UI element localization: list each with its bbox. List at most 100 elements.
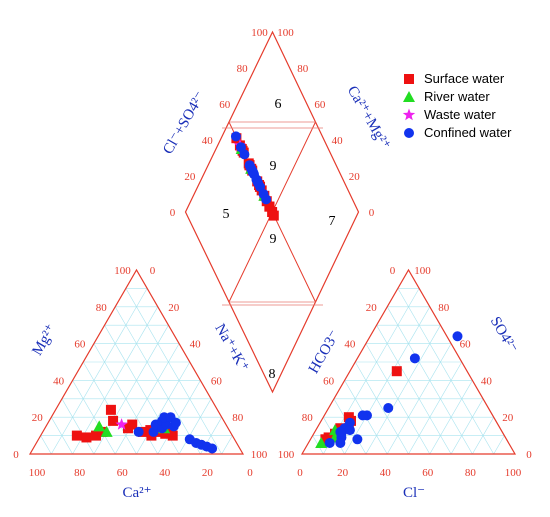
zone-label: 6 <box>275 97 282 112</box>
confined-water-point-diamond <box>253 178 264 189</box>
cation-x-axis-label: Ca²⁺ <box>122 485 151 501</box>
legend-marker <box>404 128 414 138</box>
confined-water-point-diamond <box>230 131 241 142</box>
point-layer <box>71 131 463 454</box>
legend-label: Waste water <box>424 107 496 122</box>
anion-gridline <box>354 361 409 455</box>
cation-bottom-tick: 80 <box>74 467 86 479</box>
cation-bottom-tick: 20 <box>202 467 214 479</box>
cation-left-tick: 60 <box>74 339 86 351</box>
confined-water-point-cation <box>207 443 218 454</box>
confined-water-point-diamond <box>245 162 256 172</box>
cation-gridline <box>114 306 201 455</box>
surface-water-point-cation <box>91 430 102 441</box>
cation-left-tick: 0 <box>13 449 19 461</box>
cation-z-axis-label: Na⁺+K⁺ <box>211 321 251 375</box>
anion-x-axis-label: Cl⁻ <box>403 485 425 501</box>
anion-left-tick: 40 <box>344 339 356 351</box>
surface-water-point-anion <box>320 434 331 445</box>
legend-label: Surface water <box>424 71 505 86</box>
anion-bottom-tick: 40 <box>380 467 392 479</box>
cation-y-axis-label: Mg²⁺ <box>29 322 59 359</box>
anion-gridline <box>365 325 441 455</box>
surface-water-point-cation <box>165 426 176 437</box>
cation-gridline <box>221 435 233 455</box>
surface-water-point-anion <box>391 366 402 377</box>
surface-water-point-diamond <box>268 210 279 221</box>
confined-water-point-anion <box>344 425 355 436</box>
surface-water-point-cation <box>127 419 138 430</box>
anion-y-axis-label: SO4²⁻ <box>487 314 520 356</box>
legend-marker <box>403 91 415 102</box>
diamond-upper-right-tick: 40 <box>332 135 344 147</box>
cation-left-tick: 20 <box>32 412 44 424</box>
anion-gridline <box>408 361 463 455</box>
anion-left-tick: 20 <box>366 302 378 314</box>
anion-right-tick: 80 <box>438 302 450 314</box>
confined-water-point-cation <box>170 417 181 428</box>
cation-bottom-tick: 60 <box>117 467 129 479</box>
anion-bottom-tick: 0 <box>297 467 303 479</box>
anion-left-tick: 80 <box>302 412 314 424</box>
anion-gridline <box>365 343 431 455</box>
legend-marker <box>404 74 414 84</box>
diamond-upper-right-tick: 60 <box>314 99 326 111</box>
diamond-upper-left-tick: 20 <box>184 171 196 183</box>
surface-water-point-anion <box>343 412 354 423</box>
surface-water-point-cation <box>108 415 119 426</box>
confined-water-point-diamond <box>235 142 246 153</box>
anion-gridline <box>386 306 473 455</box>
zone-label: 9 <box>270 232 277 247</box>
cation-right-tick: 100 <box>251 449 268 461</box>
river-water-point-cation <box>100 425 113 437</box>
anion-left-tick: 100 <box>278 449 295 461</box>
zone-label: 8 <box>269 367 276 382</box>
anion-left-tick: 60 <box>323 375 335 387</box>
anion-right-tick: 20 <box>502 412 514 424</box>
diamond-upper-left-tick: 60 <box>219 99 231 111</box>
confined-water-point-cation <box>133 426 144 437</box>
anion-triangle-frame <box>300 268 517 455</box>
anion-right-tick: 0 <box>526 449 532 461</box>
cation-gridline <box>178 398 212 455</box>
diamond-upper-left-tick: 100 <box>251 27 268 39</box>
river-water-point-anion <box>315 436 328 448</box>
anion-left-tick: 0 <box>390 265 396 277</box>
surface-water-point-cation <box>160 428 171 439</box>
cation-right-tick: 20 <box>168 302 180 314</box>
cation-triangle-frame <box>28 268 245 455</box>
river-water-point-cation <box>93 420 106 432</box>
confined-water-point-anion <box>452 331 463 342</box>
cation-right-tick: 80 <box>232 412 244 424</box>
surface-water-point-cation <box>71 430 82 441</box>
cation-left-tick: 80 <box>96 302 108 314</box>
confined-water-point-anion <box>335 426 346 437</box>
anion-right-tick: 60 <box>460 339 472 351</box>
anion-z-axis-label: HCO3⁻ <box>306 328 343 377</box>
diamond-upper-left-tick: 0 <box>170 207 176 219</box>
confined-water-point-anion <box>383 403 394 413</box>
cation-bottom-tick: 0 <box>247 467 253 479</box>
confined-water-point-anion <box>324 437 335 448</box>
anion-bottom-tick: 60 <box>422 467 434 479</box>
cation-gridline <box>51 288 148 455</box>
surface-water-point-cation <box>105 404 116 415</box>
legend-label: Confined water <box>424 125 512 140</box>
cation-right-tick: 0 <box>150 265 156 277</box>
cation-gridline <box>72 380 116 455</box>
cation-gridline <box>51 417 73 455</box>
anion-gridline <box>397 288 494 455</box>
cation-left-tick: 40 <box>53 375 65 387</box>
confined-water-point-anion <box>352 434 363 445</box>
confined-water-point-anion <box>335 437 346 448</box>
diamond-upper-right-tick: 100 <box>277 27 294 39</box>
cation-bottom-tick: 40 <box>159 467 171 479</box>
diamond-upper-right-label: Ca²⁺+Mg²⁺ <box>344 83 393 152</box>
diamond-upper-right-tick: 80 <box>297 63 309 75</box>
zone-label: 5 <box>223 207 230 222</box>
waste-water-point-cation <box>115 418 128 430</box>
cation-right-tick: 60 <box>211 375 223 387</box>
